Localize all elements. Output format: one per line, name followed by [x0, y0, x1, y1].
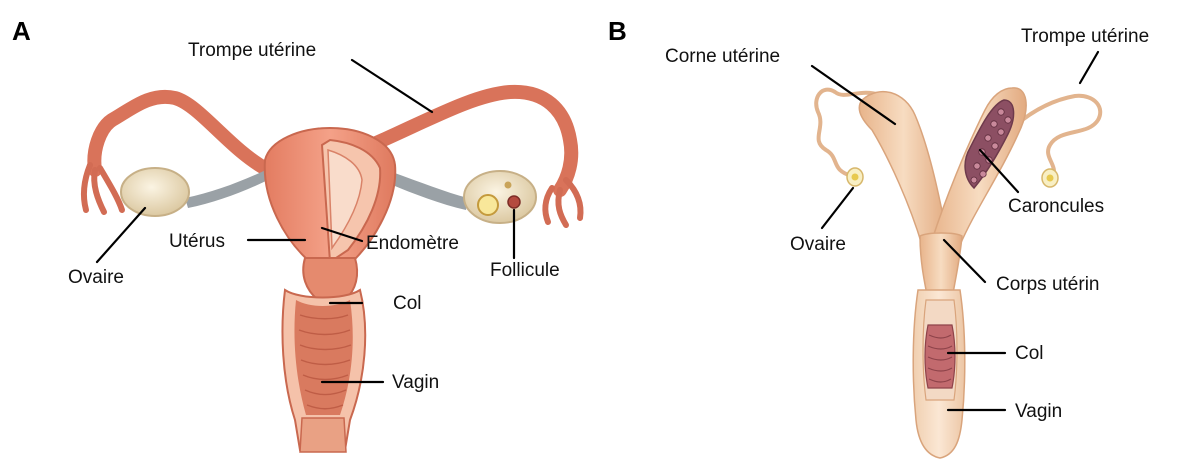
left-fimbriae [84, 165, 122, 212]
label-corps-b: Corps utérin [996, 274, 1100, 295]
label-trompe-a: Trompe utérine [188, 40, 316, 61]
label-uterus-a: Utérus [169, 231, 225, 252]
panel-b-letter: B [608, 16, 627, 46]
cervix-b [925, 325, 955, 388]
label-col-a: Col [393, 293, 422, 314]
left-uterine-horn [859, 92, 948, 245]
panel-a: A [12, 16, 580, 452]
right-ovarian-ligament [390, 172, 468, 210]
follicle-tiny [505, 182, 512, 189]
panel-a-letter: A [12, 16, 31, 46]
vaginal-opening [300, 418, 346, 452]
left-fallopian-tube [94, 97, 268, 170]
right-ovary-b-follicle [1047, 175, 1054, 182]
label-endometre-a: Endomètre [366, 233, 459, 254]
label-vagin-b: Vagin [1015, 401, 1062, 422]
label-corne-b: Corne utérine [665, 46, 780, 67]
left-ovary [121, 168, 189, 216]
label-caroncules-b: Caroncules [1008, 196, 1104, 217]
left-ovarian-ligament [185, 168, 272, 208]
left-ovary-b-follicle [852, 174, 859, 181]
label-ovaire-b: Ovaire [790, 234, 846, 255]
leader-trompe-b [1080, 52, 1098, 83]
label-vagin-a: Vagin [392, 372, 439, 393]
follicle-large [478, 195, 498, 215]
label-follicule-a: Follicule [490, 260, 560, 281]
label-ovaire-a: Ovaire [68, 267, 124, 288]
label-col-b: Col [1015, 343, 1044, 364]
vaginal-canal [294, 300, 352, 415]
leader-ovaire-b [822, 188, 853, 228]
follicle-small [508, 196, 520, 208]
leader-ovaire-a [97, 208, 145, 262]
right-ovary [464, 171, 536, 223]
panel-b: B [608, 16, 1149, 458]
label-trompe-b: Trompe utérine [1021, 26, 1149, 47]
leader-trompe-a [352, 60, 432, 112]
